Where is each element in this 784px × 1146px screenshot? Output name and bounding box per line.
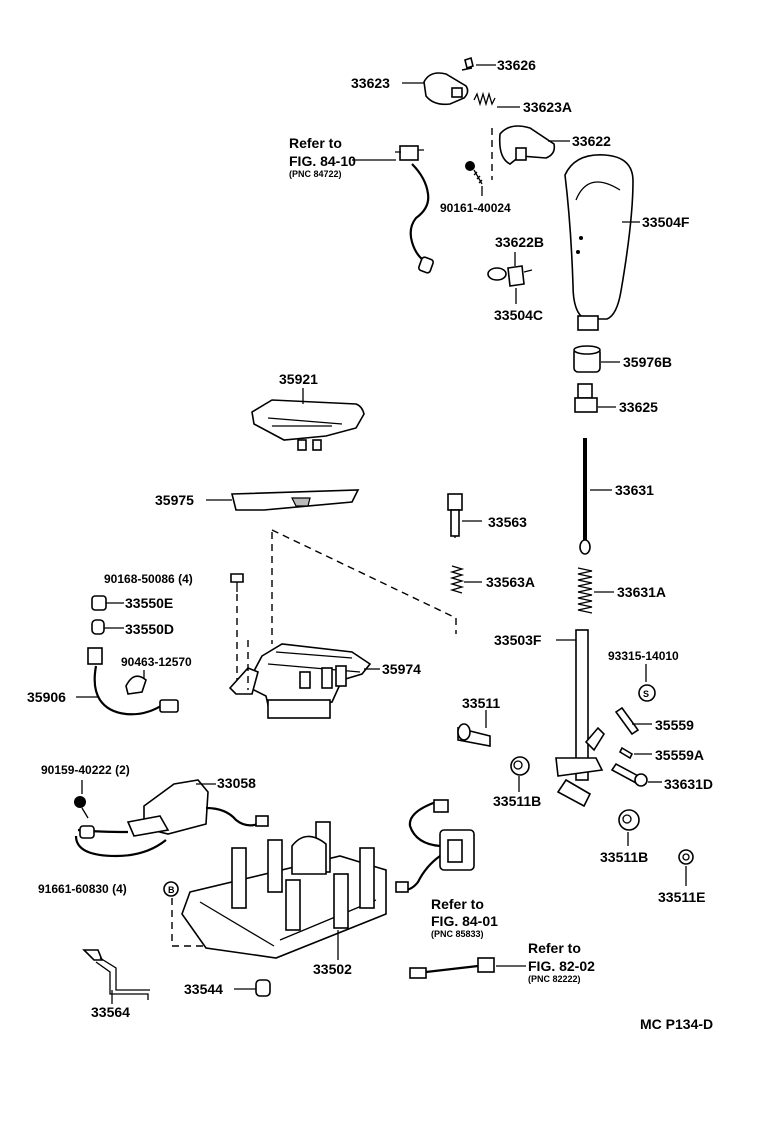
label-33550E: 33550E	[125, 595, 173, 611]
part-33625-pin	[574, 383, 598, 413]
label-33623: 33623	[351, 75, 390, 91]
label-90159-40222: 90159-40222 (2)	[41, 763, 130, 777]
part-90159-40222-bolt	[74, 796, 89, 819]
part-33623-button	[423, 72, 469, 106]
label-33631: 33631	[615, 482, 654, 498]
part-switch-wire-fig84-10	[395, 145, 434, 274]
ref2-pnc: (PNC 85833)	[431, 929, 484, 939]
part-90161-40024-screw	[465, 161, 483, 185]
marker-b-text: B	[168, 885, 175, 895]
label-93315-14010: 93315-14010	[608, 649, 679, 663]
part-33550E-cap	[91, 595, 107, 611]
part-33511E-washer	[678, 849, 694, 865]
label-33503F: 33503F	[494, 632, 542, 648]
label-33631A: 33631A	[617, 584, 666, 600]
label-33563A: 33563A	[486, 574, 535, 590]
label-33631D: 33631D	[664, 776, 713, 792]
label-35974: 35974	[382, 661, 421, 677]
label-33511: 33511	[462, 695, 500, 711]
part-90463-12570-clip	[125, 675, 147, 695]
part-33631D-bolt	[610, 762, 648, 787]
part-33502-shift-base	[181, 821, 387, 959]
label-33504F: 33504F	[642, 214, 690, 230]
ref1-pnc: (PNC 84722)	[289, 169, 342, 179]
label-33622B: 33622B	[495, 234, 544, 250]
part-33058-solenoid	[74, 779, 269, 858]
label-33564: 33564	[91, 1004, 130, 1020]
part-35974-indicator-housing	[228, 643, 372, 719]
label-91661-60830: 91661-60830 (4)	[38, 882, 127, 896]
part-connector-fig84-01	[395, 799, 475, 893]
part-35559A-pin	[618, 746, 634, 760]
figure-code: MC P134-D	[640, 1016, 713, 1032]
label-33622: 33622	[572, 133, 611, 149]
label-33511B-right: 33511B	[600, 849, 648, 865]
label-33502: 33502	[313, 961, 352, 977]
part-35906-wire-harness	[87, 647, 179, 716]
ref1-fig: FIG. 84-10	[289, 153, 356, 169]
part-33504F-shift-knob	[564, 154, 634, 331]
part-33631A-spring	[577, 567, 593, 614]
label-33504C: 33504C	[494, 307, 543, 323]
part-33550D-cap	[91, 619, 105, 635]
ref3-refer-to: Refer to	[528, 940, 581, 956]
ref3-fig: FIG. 82-02	[528, 958, 595, 974]
part-33623A-spring	[473, 91, 496, 107]
part-33626-clip	[461, 56, 474, 71]
reference-fig82-02: Refer to FIG. 82-02 (PNC 82222)	[528, 940, 595, 984]
part-35975-strip	[230, 489, 360, 511]
label-33511B-left: 33511B	[493, 793, 541, 809]
part-33503F-shift-lever	[555, 629, 606, 808]
ref1-refer-to: Refer to	[289, 135, 342, 151]
part-35559-pin	[614, 706, 640, 736]
part-33631-rod	[579, 438, 591, 555]
label-35975: 35975	[155, 492, 194, 508]
part-33622B-pin	[487, 267, 507, 281]
part-33511B-bushing-right	[618, 809, 640, 831]
label-33626: 33626	[497, 57, 536, 73]
part-33544-bushing	[255, 979, 271, 997]
ref3-pnc: (PNC 82222)	[528, 974, 581, 984]
label-90168-50086: 90168-50086 (4)	[104, 572, 193, 586]
part-33563-knob-button	[447, 493, 463, 538]
label-35976B: 35976B	[623, 354, 672, 370]
label-90463-12570: 90463-12570	[121, 655, 192, 669]
part-33622-knob-cover	[498, 125, 556, 165]
label-35921: 35921	[279, 371, 318, 387]
label-33058: 33058	[217, 775, 256, 791]
reference-fig84-01: Refer to FIG. 84-01 (PNC 85833)	[431, 896, 498, 939]
label-35906: 35906	[27, 689, 66, 705]
part-33504C-pin	[507, 265, 533, 287]
label-33511E: 33511E	[658, 889, 706, 905]
label-33550D: 33550D	[125, 621, 174, 637]
label-33563: 33563	[488, 514, 527, 530]
label-90161-40024: 90161-40024	[440, 201, 511, 215]
marker-b-circle	[163, 881, 179, 897]
part-connector-fig82-02	[409, 957, 495, 979]
part-33511-bolt	[457, 723, 491, 747]
part-35976B-bushing	[573, 345, 601, 373]
label-33544: 33544	[184, 981, 223, 997]
label-35559: 35559	[655, 717, 694, 733]
part-33563A-spring	[449, 565, 465, 594]
part-labels: 33626 33623 33623A 33622 90161-40024 335…	[27, 57, 713, 1020]
part-33564-bracket	[82, 949, 150, 1000]
ref2-refer-to: Refer to	[431, 896, 484, 912]
label-33623A: 33623A	[523, 99, 572, 115]
marker-s-circle	[638, 684, 656, 702]
label-33625: 33625	[619, 399, 658, 415]
reference-fig84-10: Refer to FIG. 84-10 (PNC 84722)	[289, 135, 356, 179]
part-35921-cover	[251, 399, 365, 451]
part-90168-50086-screw	[230, 573, 244, 592]
part-33511B-bushing-left	[510, 756, 530, 776]
ref2-fig: FIG. 84-01	[431, 913, 498, 929]
marker-s-text: S	[643, 689, 649, 699]
label-35559A: 35559A	[655, 747, 704, 763]
